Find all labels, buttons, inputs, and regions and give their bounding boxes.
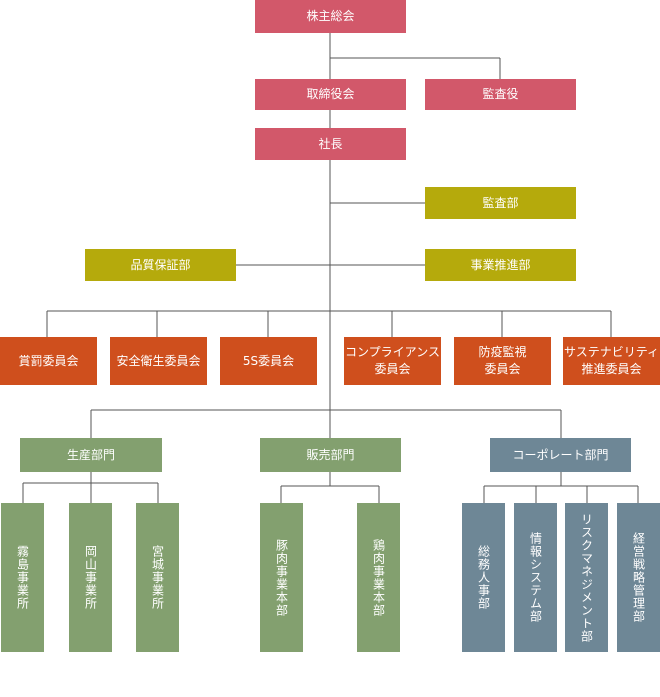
corporate-division-box: コーポレート部門	[490, 438, 631, 472]
business-promotion-box: 事業推進部	[425, 249, 576, 281]
corporate-unit-box: 情報システム部	[514, 503, 557, 652]
sales-division-box: 販売部門	[260, 438, 401, 472]
committee-box: 防疫監視 委員会	[454, 337, 551, 385]
board-of-directors-box: 取締役会	[255, 79, 406, 110]
president-box: 社長	[255, 128, 406, 160]
committee-box: 5S委員会	[220, 337, 317, 385]
shareholders-meeting-box: 株主総会	[255, 0, 406, 33]
sales-unit-box: 鶏肉事業本部	[357, 503, 400, 652]
production-unit-box: 岡山事業所	[69, 503, 112, 652]
audit-department-box: 監査部	[425, 187, 576, 219]
committee-box: 賞罰委員会	[0, 337, 97, 385]
corporate-unit-box: 経営戦略管理部	[617, 503, 660, 652]
committee-box: 安全衛生委員会	[110, 337, 207, 385]
production-unit-box: 霧島事業所	[1, 503, 44, 652]
production-division-box: 生産部門	[20, 438, 162, 472]
sales-unit-box: 豚肉事業本部	[260, 503, 303, 652]
production-unit-box: 宮城事業所	[136, 503, 179, 652]
corporate-unit-box: リスクマネジメント部	[565, 503, 608, 652]
committee-box: サステナビリティ 推進委員会	[563, 337, 660, 385]
corporate-unit-box: 総務人事部	[462, 503, 505, 652]
committee-box: コンプライアンス 委員会	[344, 337, 441, 385]
auditor-box: 監査役	[425, 79, 576, 110]
quality-assurance-box: 品質保証部	[85, 249, 236, 281]
